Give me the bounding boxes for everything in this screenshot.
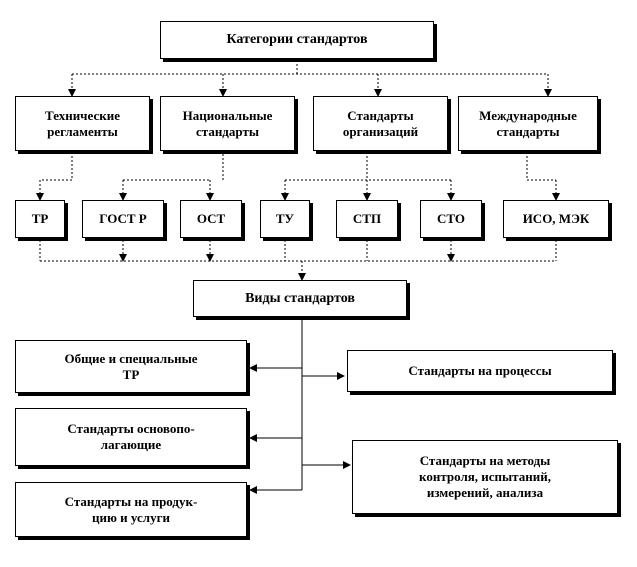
type-ost: ОСТ bbox=[180, 200, 242, 238]
category-label: Национальные стандарты bbox=[182, 107, 273, 139]
kind-test-methods: Стандарты на методы контроля, испытаний,… bbox=[352, 440, 618, 514]
kind-label: Стандарты основопо- лагающие bbox=[67, 421, 195, 452]
type-sto: СТО bbox=[420, 200, 482, 238]
kind-products-services: Стандарты на продук- цию и услуги bbox=[15, 482, 247, 537]
kind-fundamental: Стандарты основопо- лагающие bbox=[15, 408, 247, 466]
type-label: ТУ bbox=[275, 211, 295, 226]
category-technical-regulations: Технические регламенты bbox=[15, 96, 150, 151]
type-gost-r: ГОСТ Р bbox=[82, 200, 164, 238]
category-label: Технические регламенты bbox=[45, 107, 120, 139]
kinds-title-box: Виды стандартов bbox=[193, 280, 407, 317]
kind-label: Общие и специальные ТР bbox=[64, 350, 198, 382]
type-label: СТО bbox=[437, 211, 465, 226]
kind-general-special-tr: Общие и специальные ТР bbox=[15, 340, 247, 393]
kind-label: Стандарты на процессы bbox=[408, 363, 552, 378]
kind-label: Стандарты на продук- цию и услуги bbox=[64, 493, 198, 525]
category-label: Международные стандарты bbox=[479, 107, 577, 139]
type-label: ТР bbox=[31, 211, 49, 226]
type-stp: СТП bbox=[336, 200, 398, 238]
type-tu: ТУ bbox=[260, 200, 310, 238]
type-label: СТП bbox=[352, 211, 382, 226]
title-box: Категории стандартов bbox=[160, 21, 434, 59]
type-iso-iec: ИСО, МЭК bbox=[503, 200, 609, 238]
kind-label: Стандарты на методы контроля, испытаний,… bbox=[419, 453, 551, 500]
type-label: ИСО, МЭК bbox=[522, 211, 590, 226]
type-label: ОСТ bbox=[196, 211, 226, 226]
title-label: Категории стандартов bbox=[226, 32, 368, 47]
type-label: ГОСТ Р bbox=[99, 211, 147, 226]
kinds-title-label: Виды стандартов bbox=[245, 290, 355, 306]
category-label: Стандарты организаций bbox=[342, 107, 419, 139]
kind-processes: Стандарты на процессы bbox=[347, 350, 613, 392]
category-organization-standards: Стандарты организаций bbox=[313, 96, 448, 151]
category-national-standards: Национальные стандарты bbox=[160, 96, 295, 151]
type-tr: ТР bbox=[15, 200, 65, 238]
category-international-standards: Международные стандарты bbox=[458, 96, 598, 151]
